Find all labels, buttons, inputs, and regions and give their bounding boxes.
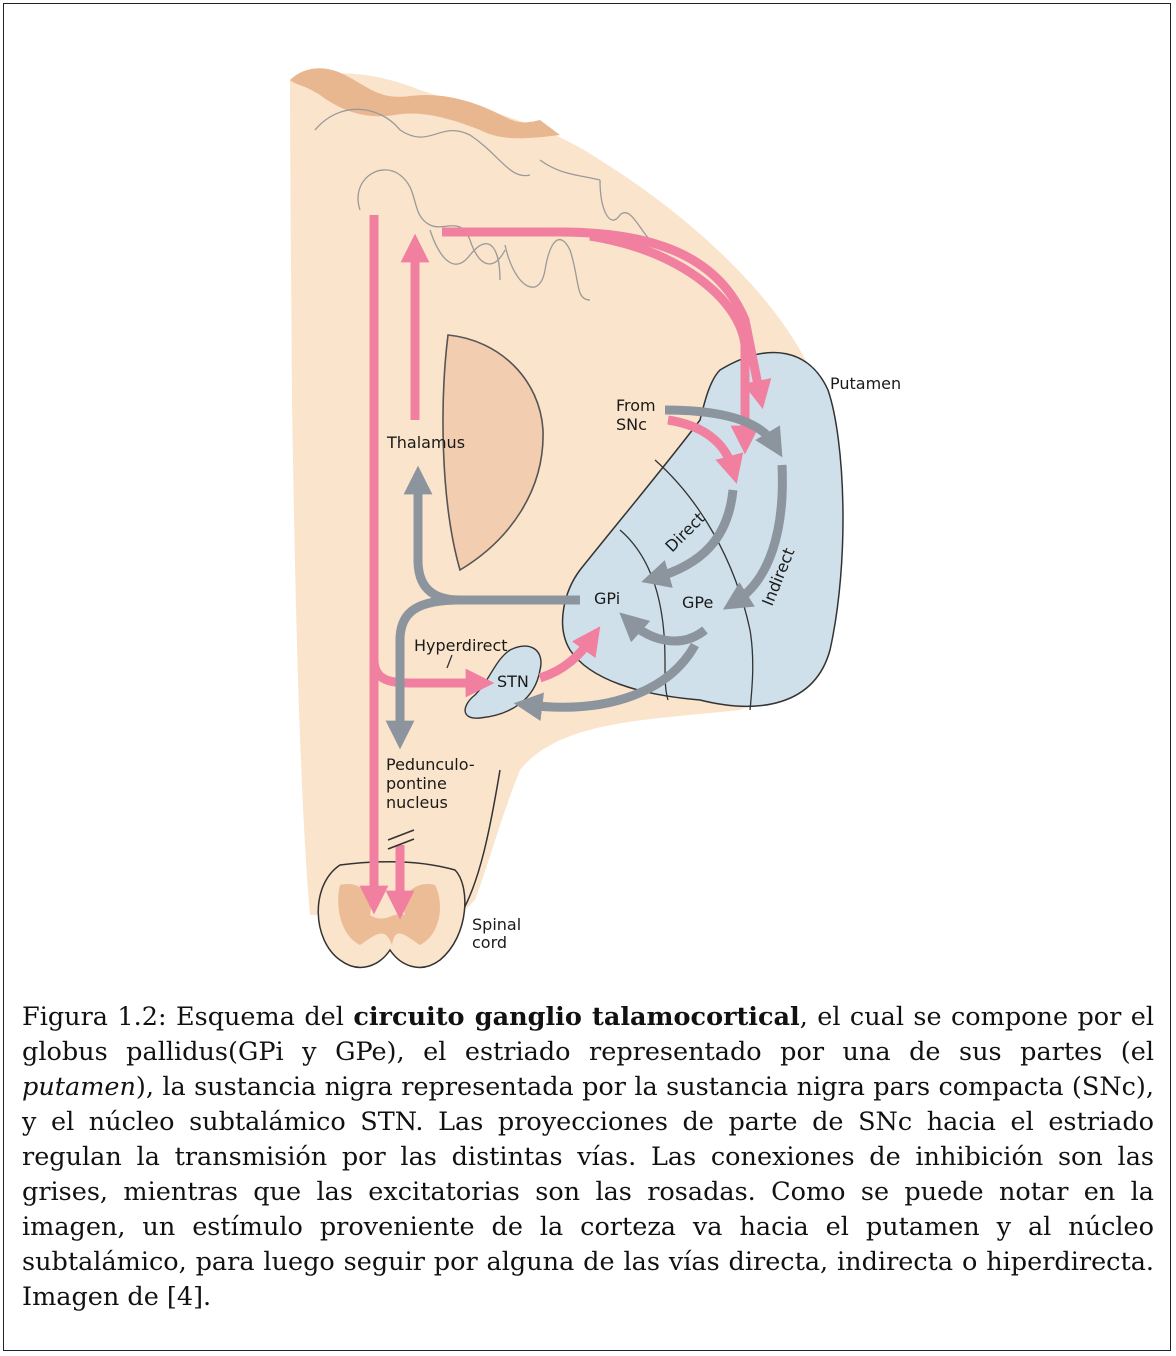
figure-caption: Figura 1.2: Esquema del circuito ganglio…: [22, 1000, 1154, 1315]
spinal-cord-shape: [318, 862, 465, 968]
spinal-label-2: cord: [472, 933, 507, 952]
putamen-label: Putamen: [830, 374, 901, 393]
from-snc-label-1: From: [616, 396, 656, 415]
spinal-label-1: Spinal: [472, 915, 521, 934]
basal-ganglia-diagram: Putamen From SNc Thalamus Direct Indirec…: [0, 0, 1176, 1000]
caption-prefix: Figura 1.2: Esquema del: [22, 1002, 353, 1032]
caption-part2: ), la sustancia nigra representada por l…: [22, 1072, 1154, 1312]
hyperdirect-label: Hyperdirect: [414, 636, 508, 655]
ppn-label-2: pontine: [386, 774, 447, 793]
caption-italic-term: putamen: [22, 1072, 136, 1102]
gpe-label: GPe: [682, 593, 713, 612]
from-snc-label-2: SNc: [616, 415, 647, 434]
thalamus-label: Thalamus: [386, 433, 465, 452]
caption-bold-term: circuito ganglio talamocortical: [353, 1002, 799, 1032]
gpi-label: GPi: [594, 589, 620, 608]
ppn-label-3: nucleus: [386, 793, 448, 812]
stn-label: STN: [497, 672, 529, 691]
ppn-label-1: Pedunculo-: [386, 755, 475, 774]
